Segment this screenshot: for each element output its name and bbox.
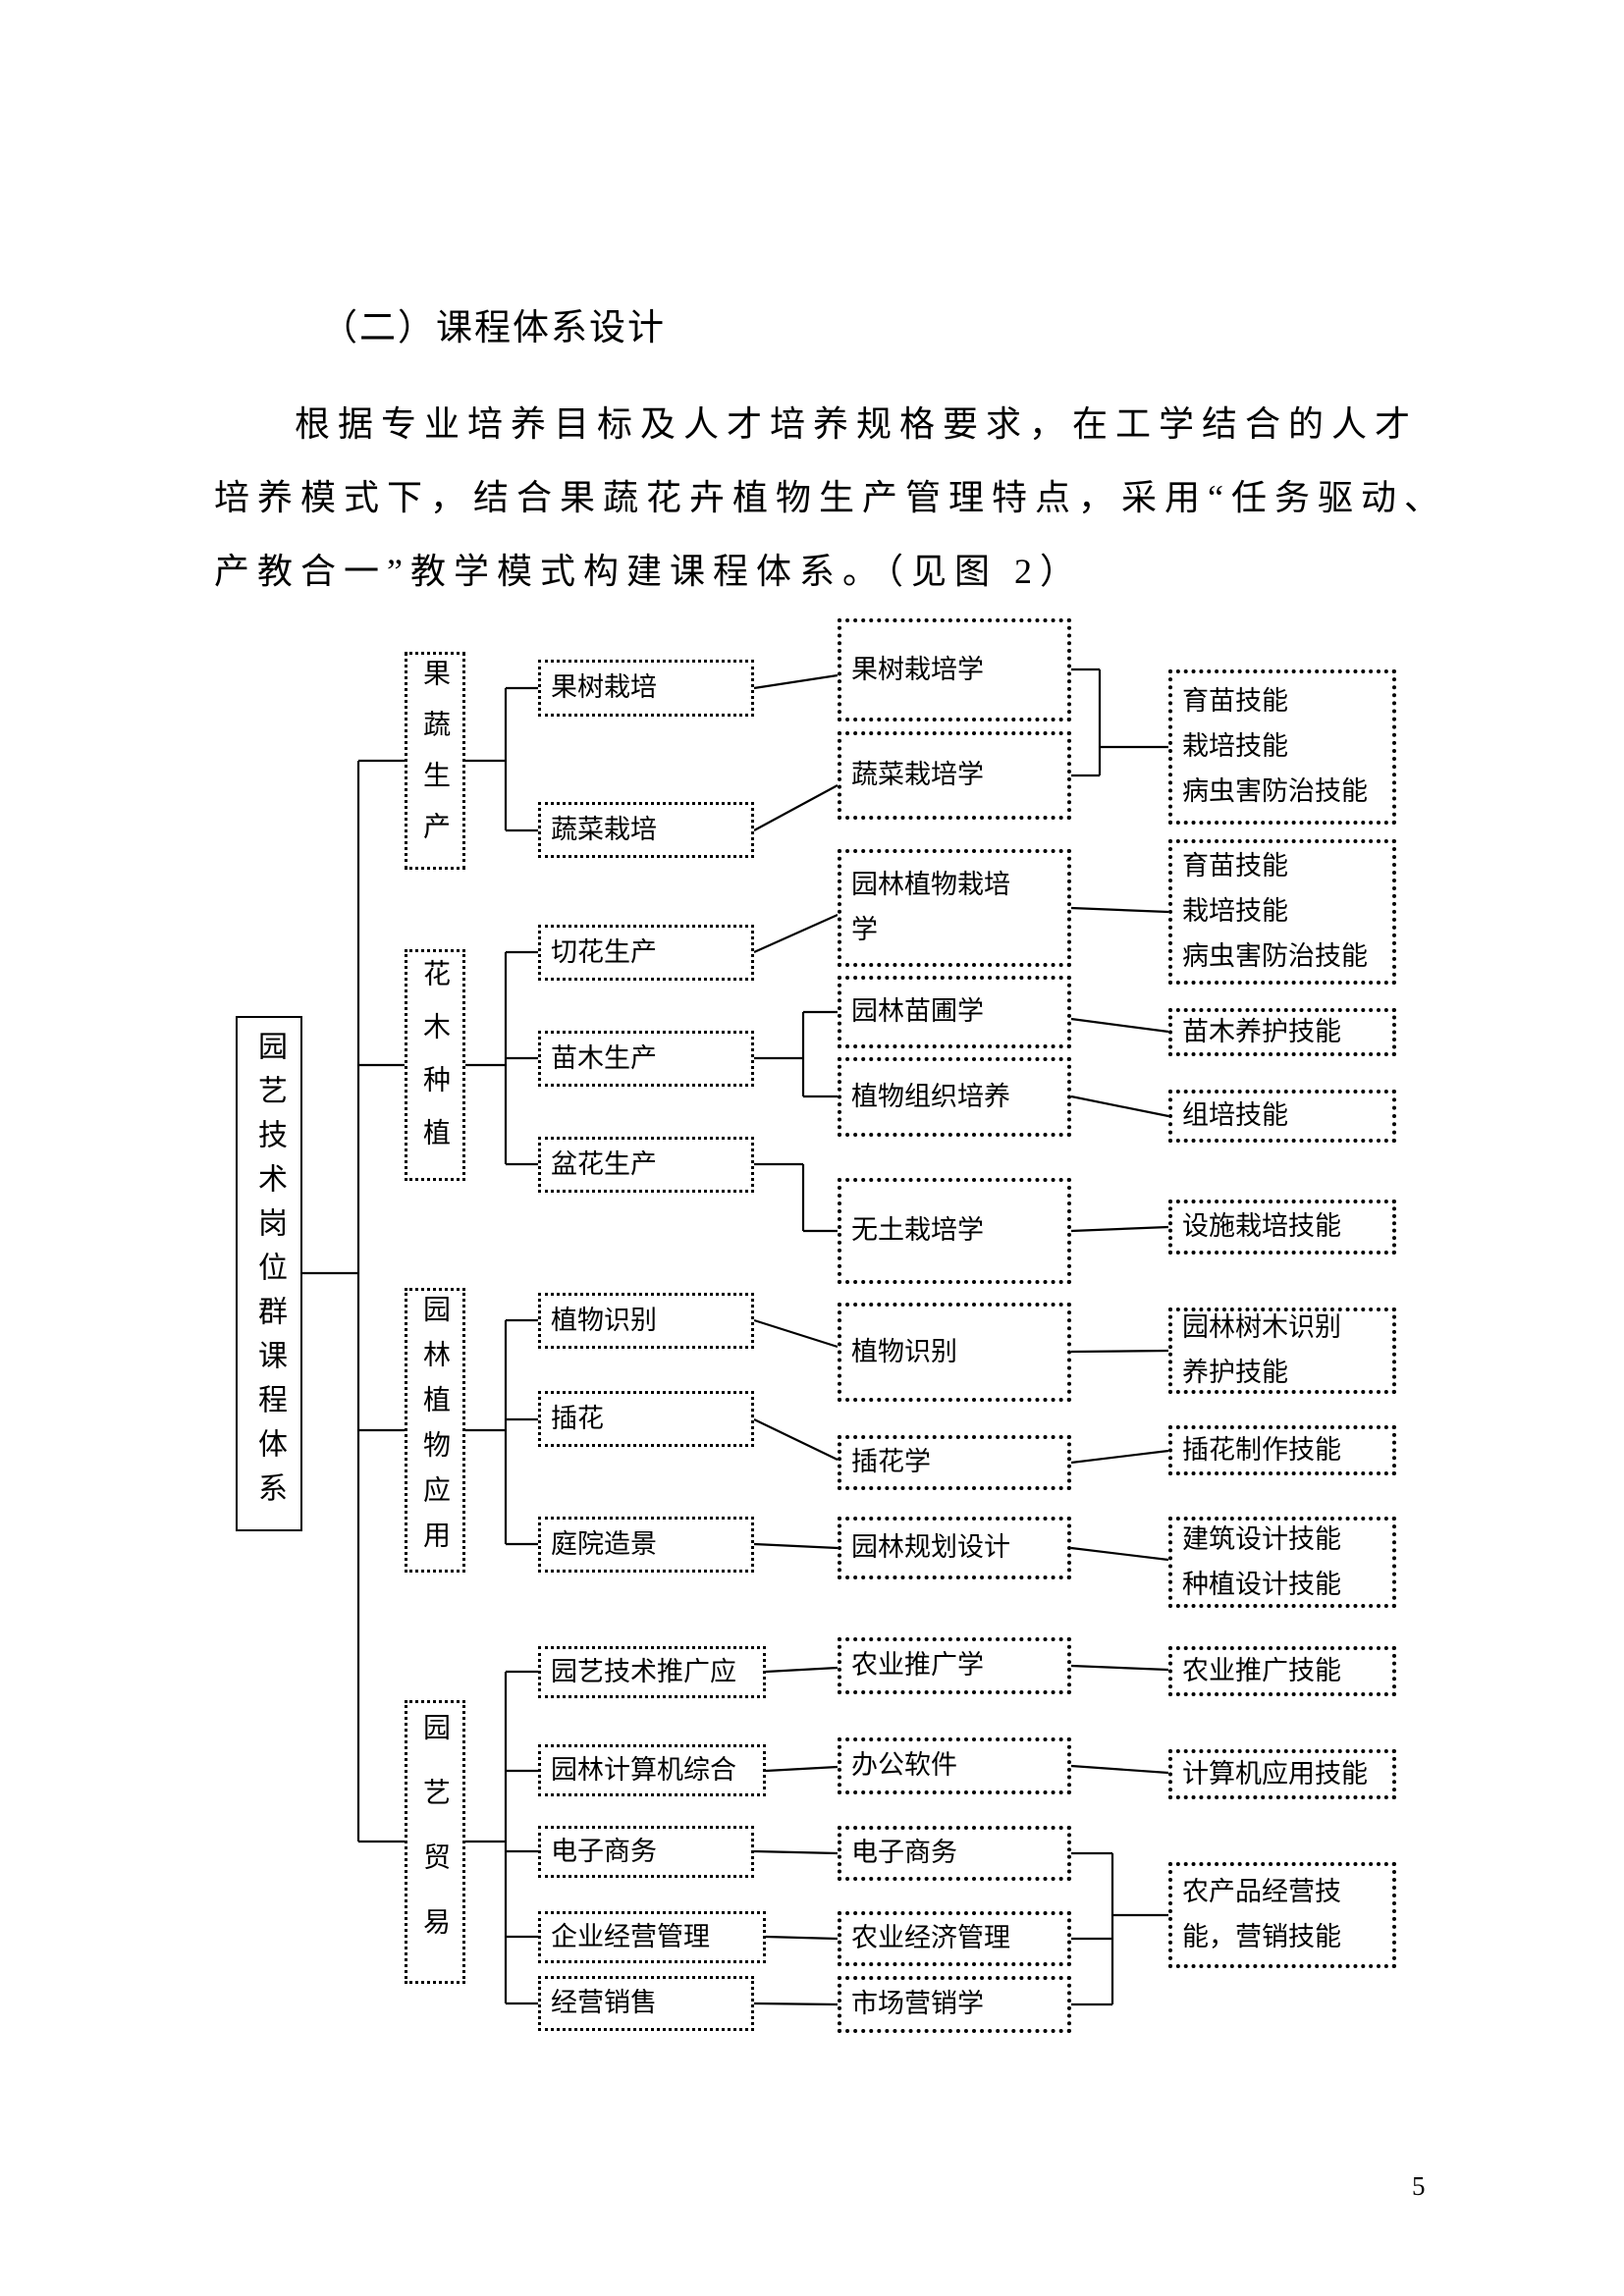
page-number: 5 (1412, 2171, 1426, 2201)
skill-flower-arrangement-making: 插花制作技能 (1168, 1425, 1396, 1475)
body-text-line-1: 根据专业培养目标及人才培养规格要求，在工学结合的人才 (295, 404, 1419, 444)
course-agricultural-economy-management: 农业经济管理 (838, 1911, 1071, 1966)
task-e-commerce: 电子商务 (538, 1826, 754, 1878)
section-heading: （二）课程体系设计 (321, 308, 666, 348)
category-horticulture-trade: 园艺贸易 (405, 1700, 465, 1984)
body-text-line-3: 产教合一”教学模式构建课程体系。（见图 2） (214, 552, 1083, 591)
course-e-commerce: 电子商务 (838, 1826, 1071, 1881)
course-soilless-culture: 无土栽培学 (838, 1178, 1071, 1284)
category-landscape-plant-application: 园林植物应用 (405, 1288, 465, 1573)
category-fruit-vegetable-production: 果蔬生产 (405, 652, 465, 870)
skill-architecture-planting-design: 建筑设计技能 种植设计技能 (1168, 1517, 1396, 1608)
task-plant-identification: 植物识别 (538, 1293, 754, 1349)
task-vegetable-cultivation: 蔬菜栽培 (538, 802, 754, 858)
skill-agricultural-extension: 农业推广技能 (1168, 1646, 1396, 1696)
course-landscape-plant-cultivation: 园林植物栽培 学 (838, 849, 1071, 967)
node-curriculum-system-root: 园艺技术岗位群课程体系 (236, 1016, 302, 1531)
task-courtyard-landscaping: 庭院造景 (538, 1517, 754, 1573)
course-agricultural-extension: 农业推广学 (838, 1637, 1071, 1694)
skill-tree-identification-maintenance: 园林树木识别 养护技能 (1168, 1308, 1396, 1394)
course-vegetable-cultivation: 蔬菜栽培学 (838, 731, 1071, 820)
course-landscape-planning-design: 园林规划设计 (838, 1517, 1071, 1579)
course-plant-tissue-culture: 植物组织培养 (838, 1057, 1071, 1137)
category-flower-tree-planting: 花木种植 (405, 949, 465, 1181)
skill-agricultural-product-marketing: 农产品经营技 能，营销技能 (1168, 1862, 1396, 1968)
task-horticulture-tech-extension: 园艺技术推广应 (538, 1646, 766, 1698)
skill-computer-application: 计算机应用技能 (1168, 1749, 1396, 1799)
task-fruit-tree-cultivation: 果树栽培 (538, 660, 754, 717)
task-enterprise-management: 企业经营管理 (538, 1911, 766, 1963)
course-fruit-tree-cultivation: 果树栽培学 (838, 618, 1071, 721)
skill-seedling-cultivation-pest-control-2: 育苗技能 栽培技能 病虫害防治技能 (1168, 839, 1396, 985)
course-landscape-nursery: 园林苗圃学 (838, 976, 1071, 1048)
course-marketing: 市场营销学 (838, 1976, 1071, 2033)
course-plant-identification: 植物识别 (838, 1303, 1071, 1402)
skill-facility-cultivation: 设施栽培技能 (1168, 1200, 1396, 1255)
skill-tissue-culture: 组培技能 (1168, 1090, 1396, 1143)
body-text-line-2: 培养模式下，结合果蔬花卉植物生产管理特点，采用“任务驱动、 (214, 478, 1447, 517)
skill-seedling-cultivation-pest-control-1: 育苗技能 栽培技能 病虫害防治技能 (1168, 669, 1396, 825)
task-sales-marketing: 经营销售 (538, 1976, 754, 2031)
task-cut-flower-production: 切花生产 (538, 925, 754, 981)
course-office-software: 办公软件 (838, 1737, 1071, 1794)
task-potted-flower-production: 盆花生产 (538, 1137, 754, 1193)
task-landscape-computer-integration: 园林计算机综合 (538, 1744, 766, 1796)
course-flower-arrangement: 插花学 (838, 1435, 1071, 1490)
task-flower-arrangement: 插花 (538, 1391, 754, 1447)
task-nursery-stock-production: 苗木生产 (538, 1031, 754, 1087)
skill-nursery-stock-maintenance: 苗木养护技能 (1168, 1008, 1396, 1056)
